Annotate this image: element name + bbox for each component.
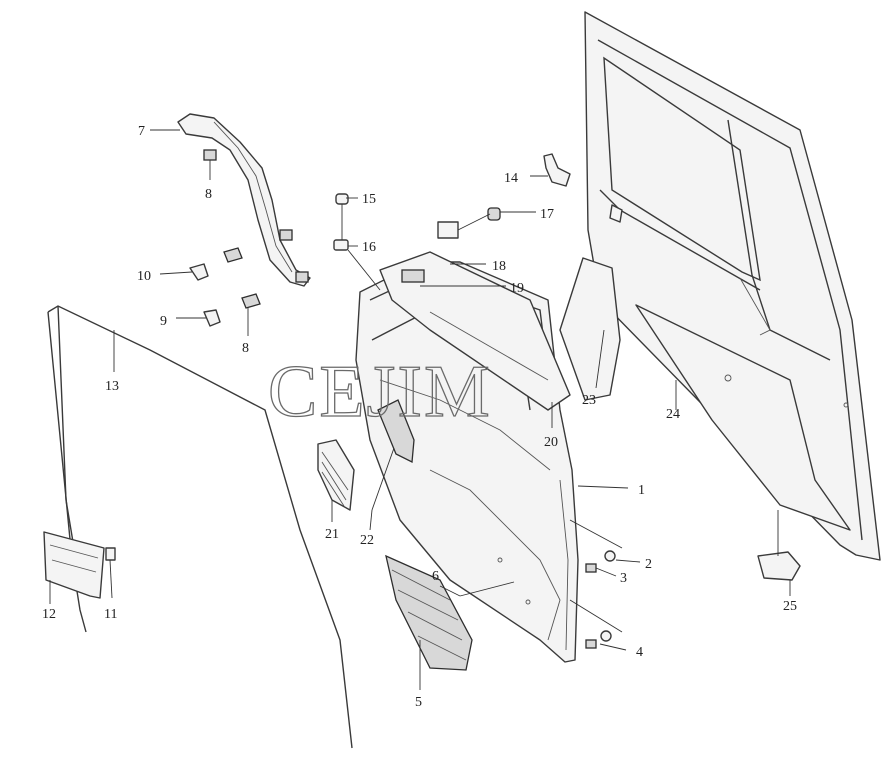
- callout-11: 11: [104, 607, 117, 622]
- insulation-pad-5: [385, 554, 473, 671]
- callout-21: 21: [325, 527, 339, 542]
- callout-17: 17: [540, 207, 554, 222]
- callout-25: 25: [783, 599, 797, 614]
- callout-24: 24: [666, 407, 680, 422]
- callout-10: 10: [137, 269, 151, 284]
- watermark-text: CEJIM: [268, 351, 492, 433]
- speaker-grille-21: [317, 439, 355, 511]
- callout-1: 1: [638, 483, 645, 498]
- callout-4: 4: [636, 645, 643, 660]
- callout-3: 3: [620, 571, 627, 586]
- callout-labels: 7 8 10 9 8 13 11 12 15 16 17 14 18 19 20…: [42, 124, 797, 710]
- callout-9: 9: [160, 314, 167, 329]
- callout-13: 13: [105, 379, 119, 394]
- callout-18: 18: [492, 259, 506, 274]
- inner-panel-23: [559, 257, 621, 401]
- callout-20: 20: [544, 435, 558, 450]
- callout-23: 23: [582, 393, 596, 408]
- callout-6: 6: [432, 569, 439, 584]
- callout-2: 2: [645, 557, 652, 572]
- callout-16: 16: [362, 240, 376, 255]
- callout-8-bottom: 8: [242, 341, 249, 356]
- grab-handle-7: [177, 113, 311, 287]
- fasteners-left: [189, 149, 261, 327]
- callout-5: 5: [415, 695, 422, 710]
- door-shell: [584, 11, 881, 561]
- bracket-12: [43, 531, 116, 599]
- callout-22: 22: [360, 533, 374, 548]
- callout-14: 14: [504, 171, 518, 186]
- small-parts: [333, 153, 801, 649]
- callout-7: 7: [138, 124, 145, 139]
- callout-19: 19: [510, 281, 524, 296]
- callout-15: 15: [362, 192, 376, 207]
- top-trim-18-20: [379, 251, 571, 411]
- leader-lines: [49, 129, 791, 690]
- callout-12: 12: [42, 607, 56, 622]
- callout-8-top: 8: [205, 187, 212, 202]
